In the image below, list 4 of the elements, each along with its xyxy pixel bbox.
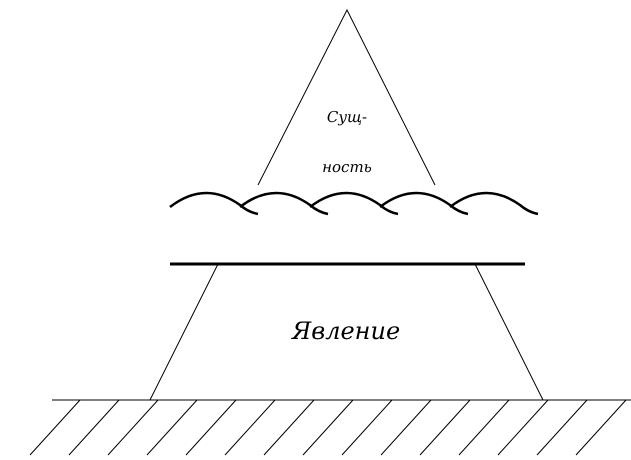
triangle-outline [258,10,435,185]
node-label: Сущ- ность [321,107,373,178]
node-label: Явление [290,316,402,346]
trapezoid-outline [150,264,543,400]
